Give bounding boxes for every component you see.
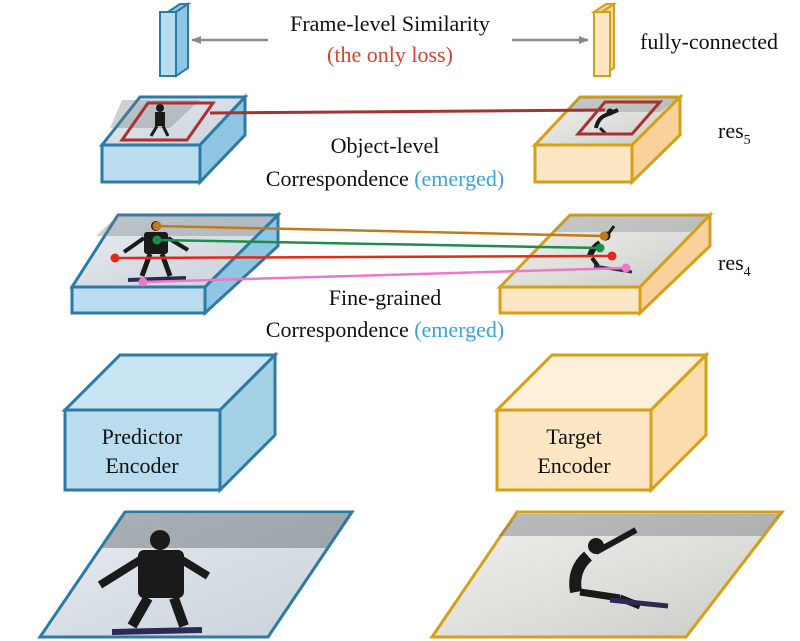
- object-correspondence-line: [209, 108, 606, 115]
- target-encoder-line2: Encoder: [537, 453, 611, 478]
- target-object-box: [574, 100, 664, 136]
- object-level-caption-line1: Object-level: [331, 133, 440, 158]
- fine-grained-emerged: (emerged): [414, 317, 504, 342]
- keypoint-orange-right: [599, 231, 609, 241]
- correspondence-line-green: [156, 238, 601, 250]
- predictor-fc-feature: [159, 2, 192, 78]
- target-input-frame: [429, 510, 786, 639]
- predictor-res4-block: [69, 211, 282, 317]
- target-res4-block: [496, 211, 714, 317]
- predictor-encoder: Predictor Encoder: [61, 351, 279, 494]
- object-level-caption-line2: Correspondence (emerged): [266, 166, 504, 191]
- correspondence-line-pink: [142, 266, 627, 284]
- keypoint-pink-left: [138, 277, 148, 287]
- res5-label: res5: [718, 118, 751, 148]
- target-encoder: Target Encoder: [493, 351, 710, 494]
- res4-label: res4: [718, 250, 751, 280]
- fc-label: fully-connected: [640, 29, 778, 54]
- correspondence-line-orange: [156, 224, 605, 238]
- fine-grained-caption-line2: Correspondence (emerged): [266, 317, 504, 342]
- target-input-person: [569, 527, 669, 610]
- target-encoder-line1: Target: [546, 424, 601, 449]
- similarity-label: Frame-level Similarity: [290, 11, 490, 36]
- keypoint-green-left: [152, 235, 162, 245]
- predictor-encoder-line2: Encoder: [105, 453, 179, 478]
- predictor-res5-person: [149, 104, 170, 137]
- keypoint-orange-left: [152, 221, 162, 231]
- keypoint-red-right: [607, 251, 617, 261]
- predictor-encoder-line1: Predictor: [102, 424, 183, 449]
- correspondence-line-red: [114, 254, 613, 260]
- fine-grained-caption-line1: Fine-grained: [329, 285, 441, 310]
- keypoint-red-left: [110, 253, 120, 263]
- keypoint-pink-right: [621, 263, 631, 273]
- keypoint-green-right: [595, 243, 605, 253]
- object-level-emerged: (emerged): [414, 166, 504, 191]
- predictor-input-frame: [37, 510, 355, 639]
- target-fc-feature: [590, 2, 618, 78]
- loss-note: (the only loss): [327, 42, 453, 67]
- predictor-object-box: [119, 101, 216, 142]
- predictor-res5-block: [98, 93, 249, 186]
- fine-grained-correspondences: [110, 221, 631, 287]
- target-res5-person: [594, 108, 619, 136]
- predictor-input-person: [97, 530, 211, 635]
